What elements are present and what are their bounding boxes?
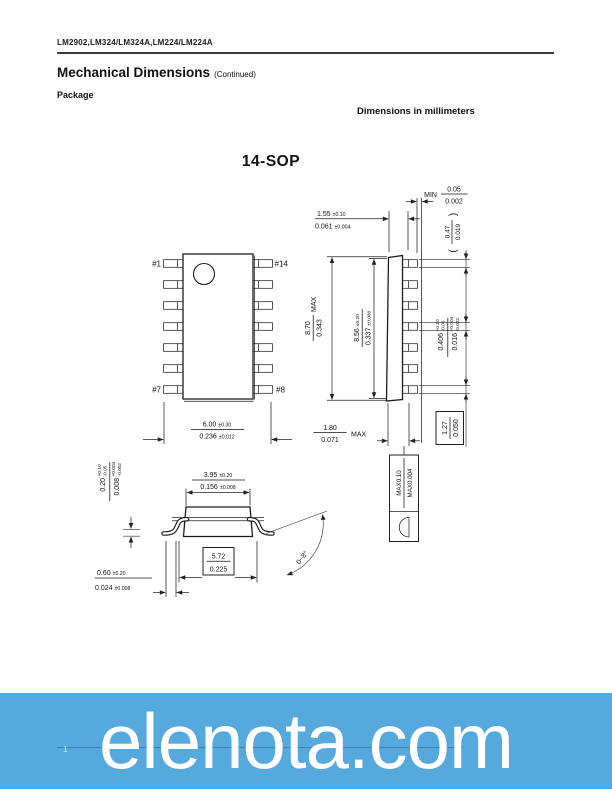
units-note: Dimensions in millimeters [357,106,475,117]
dim-foot-length-in: 0.024±0.008 [95,585,130,592]
watermark-banner: 1 elenota.com [0,693,612,789]
dim-body-width-in: 0.156±0.008 [200,484,235,491]
dim-seated-height: 1.80 0.071 MAX [313,403,420,446]
dim-lead-span: 6.00±0.30 0.236±0.012 [143,402,292,444]
dim-footprint-mm: 5.72 [212,554,226,561]
dim-lead-thickness-mm: 0.20 [100,478,107,492]
coplanarity-frame: MAX0.10 MAX0.004 [389,446,419,542]
dim-lead-span-mm: 6.00±0.30 [203,422,232,429]
dim-standoff: MIN 0.05 0.002 [406,187,468,443]
package-label: Package [57,90,94,100]
dim-lead-width: 0.406 +0.10 -0.05 0.016 +0.004 -0.002 [435,316,461,357]
dim-lead-tip-mm: 0.47 [445,225,452,238]
dim-lead-thickness-in: 0.008 [114,478,121,496]
dim-lead-tip-open-paren: ( [448,249,459,253]
dim-lead-width-in: 0.016 [452,333,459,351]
dim-seated-height-mm: 1.80 [323,425,337,432]
dim-lead-width-in-plus: +0.004 [449,316,455,331]
end-view-measure-rail [419,250,470,447]
dim-body-length-mm: 8.56±0.20 [354,314,361,342]
top-view-right-pins [252,259,273,394]
dim-pitch: 1.27 0.050 [435,411,464,445]
dim-foot-length-mm: 0.60±0.20 [97,570,126,577]
dim-lead-thickness-in-plus: +0.004 [111,461,117,476]
dim-lead-width-in-minus: -0.002 [455,318,461,332]
header-part-numbers: LM2902,LM324/LM324A,LM224/LM224A [57,38,213,47]
coplanarity-in: MAX0.004 [407,468,414,497]
dim-footprint: 5.72 0.225 [178,541,258,583]
dim-body-width-mm: 3.95±0.20 [204,472,233,479]
dim-body-thickness: 1.55±0.10 0.061±0.004 [315,211,420,252]
dim-lead-thickness-mm-minus: -0.05 [102,465,108,476]
dim-body-thickness-in: 0.061±0.004 [315,224,350,231]
dim-lead-thickness-mm-plus: +0.10 [97,464,103,476]
dim-seated-height-qual: MAX [351,432,367,439]
dim-foot-length: 0.60±0.20 0.024±0.008 [95,541,189,597]
dim-lead-thickness-arrows [123,517,140,548]
dim-body-width: 3.95±0.20 0.156±0.008 [185,472,251,506]
dim-lead-angle-value: 0~8° [295,549,310,566]
dim-lead-angle: 0~8° [265,510,328,576]
dim-lead-thickness-in-minus: -0.002 [117,463,123,477]
end-view: 8.70 0.343 MAX 8.56±0.20 0.337±0.008 [305,187,470,542]
seating-plane-symbol-icon [398,517,410,538]
dim-lead-tip-in: 0.019 [455,223,462,240]
top-view: #1 #14 #7 #8 6.00±0.30 0.236±0.012 [143,253,292,444]
pin-label-7: #7 [152,386,161,395]
coplanarity-mm: MAX0.10 [396,470,403,496]
watermark-link[interactable]: elenota.com [99,696,514,785]
page-number: 1 [63,745,68,754]
dim-standoff-qual: MIN [424,192,437,199]
dim-standoff-mm: 0.05 [447,187,461,194]
pin-label-14: #14 [275,260,289,269]
dim-overall-mm: 8.70 [305,321,312,335]
dim-overall-qual: MAX [311,297,318,313]
dim-standoff-in: 0.002 [445,199,463,206]
dim-pitch-in: 0.050 [453,419,460,437]
footer-rule-ghost [57,747,463,748]
dim-overall-length: 8.70 0.343 MAX [305,256,387,401]
dim-lead-thickness: 0.20 +0.10 -0.05 0.008 +0.004 -0.002 [97,461,123,501]
dim-lead-tip-close-paren: ) [448,213,459,216]
section-title-suffix: (Continued) [214,70,256,79]
section-title-text: Mechanical Dimensions [57,65,211,80]
drawing-title: 14-SOP [241,153,301,170]
header-rule [57,52,554,54]
dim-body-thickness-mm: 1.55±0.10 [317,211,346,218]
front-view: 3.95±0.20 0.156±0.008 0.20 +0.10 -0.05 0… [95,461,328,597]
section-title: Mechanical Dimensions(Continued) [57,65,256,80]
dim-body-length-in: 0.337±0.008 [365,311,372,346]
dim-lead-span-in: 0.236±0.012 [199,434,234,441]
top-view-left-pins [163,259,184,394]
dim-lead-width-mm-plus: +0.10 [435,319,441,331]
pin-label-1: #1 [152,260,161,269]
dim-seated-height-in: 0.071 [321,437,339,444]
dim-pitch-mm: 1.27 [442,421,449,435]
dim-lead-width-mm-minus: -0.05 [440,320,446,331]
dim-lead-tip: 0.47 0.019 ( ) [445,213,462,253]
end-view-leads [402,259,418,394]
dim-overall-in: 0.343 [316,319,323,337]
dim-lead-width-mm: 0.406 [438,333,445,351]
dim-footprint-in: 0.225 [210,567,228,574]
dim-body-length: 8.56±0.20 0.337±0.008 [354,258,387,399]
pin-label-8: #8 [276,386,285,395]
